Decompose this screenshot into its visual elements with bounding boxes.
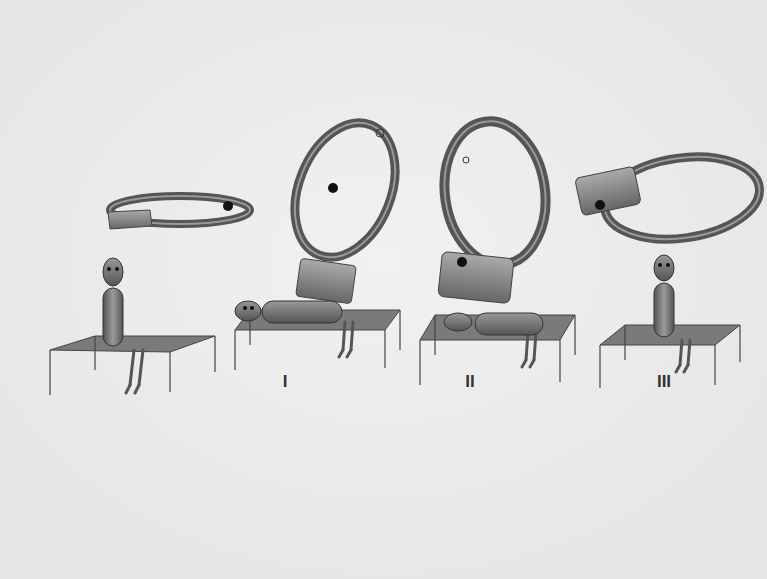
scene-two <box>420 115 575 385</box>
scene-sitting <box>50 196 250 395</box>
scene-three <box>575 148 765 388</box>
scene-label: III <box>657 372 671 392</box>
scene-one <box>235 108 414 370</box>
scene-label: II <box>465 372 474 392</box>
scene-label: I <box>283 372 288 392</box>
